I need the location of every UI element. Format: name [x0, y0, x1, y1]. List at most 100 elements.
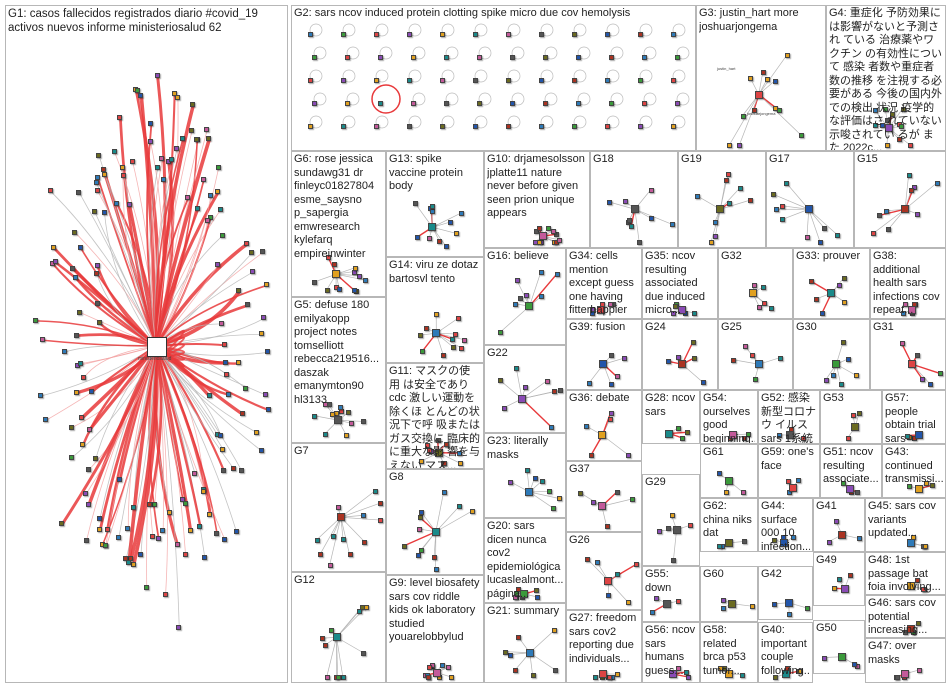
cluster-panel-g49: G49 [813, 552, 865, 606]
graph-node [432, 555, 438, 561]
graph-node [506, 124, 511, 129]
cluster-panel-g51: G51: ncov resulting associate... [820, 444, 882, 498]
graph-node [207, 512, 213, 518]
graph-node [593, 675, 599, 680]
cluster-hub-node [827, 289, 836, 298]
graph-node [78, 360, 84, 366]
cluster-panel-g9: G9: level biosafety sars cov riddle kids… [386, 575, 484, 683]
cluster-panel-g44: G44: surface 000 10 infection... [758, 498, 813, 552]
graph-node [713, 234, 719, 240]
graph-node [411, 101, 416, 106]
graph-node [219, 232, 225, 238]
graph-node [547, 489, 553, 495]
graph-node [244, 302, 250, 308]
graph-node [450, 344, 456, 350]
cluster-hub-node [779, 539, 788, 547]
cluster-panel-g39: G39: fusion [566, 319, 642, 390]
self-loop-edge [346, 92, 360, 106]
graph-node [544, 378, 550, 384]
graph-node [510, 101, 515, 106]
graph-node [341, 78, 346, 83]
cluster-hub-node [599, 360, 608, 369]
graph-node [195, 206, 201, 211]
graph-node [341, 124, 346, 129]
graph-edge [782, 208, 809, 220]
graph-node [883, 106, 889, 112]
graph-node [713, 219, 719, 225]
graph-node [501, 405, 507, 411]
self-loop-edge [540, 69, 554, 83]
graph-node [535, 595, 541, 600]
cluster-panel-g31: G31 [870, 319, 946, 390]
graph-node [857, 410, 863, 416]
graph-node [68, 454, 74, 460]
graph-node [784, 181, 790, 187]
cluster-hub-node [907, 582, 916, 590]
graph-node [130, 504, 136, 510]
cluster-hub-node [525, 302, 534, 311]
graph-edge [808, 209, 821, 243]
graph-node [608, 410, 614, 416]
graph-node [757, 304, 763, 310]
self-loop-edge [676, 92, 690, 106]
graph-node [922, 544, 928, 549]
graph-node [329, 627, 335, 633]
graph-node [911, 185, 917, 191]
cluster-label: G29 [645, 476, 666, 488]
graph-node [804, 234, 810, 240]
graph-node [341, 537, 347, 543]
graph-node [374, 124, 379, 129]
graph-node [418, 333, 424, 339]
graph-node [608, 417, 614, 423]
graph-node [506, 78, 511, 83]
cluster-hub-node [716, 205, 725, 214]
graph-edge [499, 305, 530, 333]
self-loop-edge [643, 46, 657, 60]
cluster-hub-node [672, 525, 681, 534]
graph-edge [529, 491, 560, 499]
cluster-label: G2: sars ncov induced protein clotting s… [294, 7, 631, 19]
self-loop-edge [375, 23, 389, 37]
cluster-label: G30 [796, 321, 817, 333]
graph-edge [904, 182, 938, 210]
cluster-label: G20: sars dicen nunca cov2 epidemiológic… [487, 520, 563, 600]
self-loop-edge [342, 115, 356, 129]
graph-node [85, 502, 91, 508]
graph-node [426, 664, 432, 670]
graph-edge [634, 209, 640, 243]
cluster-label: G27: freedom sars cov2 reporting due ind… [569, 612, 637, 665]
cluster-panel-g4: G4: 重症化 予防効果に は影響がないと予測され ている 治療薬やワクチン の… [826, 5, 946, 151]
cluster-hub-node [599, 670, 608, 678]
cluster-hub-node [332, 270, 341, 279]
cluster-label: G19 [681, 153, 702, 165]
graph-node [606, 593, 612, 599]
graph-node [201, 488, 207, 494]
graph-edge [329, 517, 342, 566]
graph-node [123, 556, 129, 562]
graph-node [434, 311, 440, 317]
graph-node [605, 32, 610, 37]
cluster-edges [772, 182, 838, 243]
graph-node [614, 374, 620, 380]
graph-node [915, 353, 921, 359]
graph-node [96, 153, 102, 159]
graph-node [691, 311, 697, 316]
cluster-panel-g19: G19 [678, 151, 766, 248]
graph-node [523, 385, 529, 391]
cluster-hub-node [906, 539, 915, 547]
graph-node [928, 382, 934, 387]
graph-node [77, 309, 83, 315]
graph-node [514, 278, 520, 284]
cluster-hub-node [432, 668, 441, 677]
cluster-edges [309, 23, 690, 129]
cluster-hub-node [597, 502, 606, 511]
cluster-hub-node [729, 431, 738, 439]
self-loop-edge [639, 23, 653, 37]
graph-node [419, 509, 425, 515]
graph-node [416, 526, 422, 532]
graph-node [312, 101, 317, 106]
graph-node [591, 500, 597, 506]
graph-node [308, 124, 313, 129]
graph-node [642, 55, 647, 60]
